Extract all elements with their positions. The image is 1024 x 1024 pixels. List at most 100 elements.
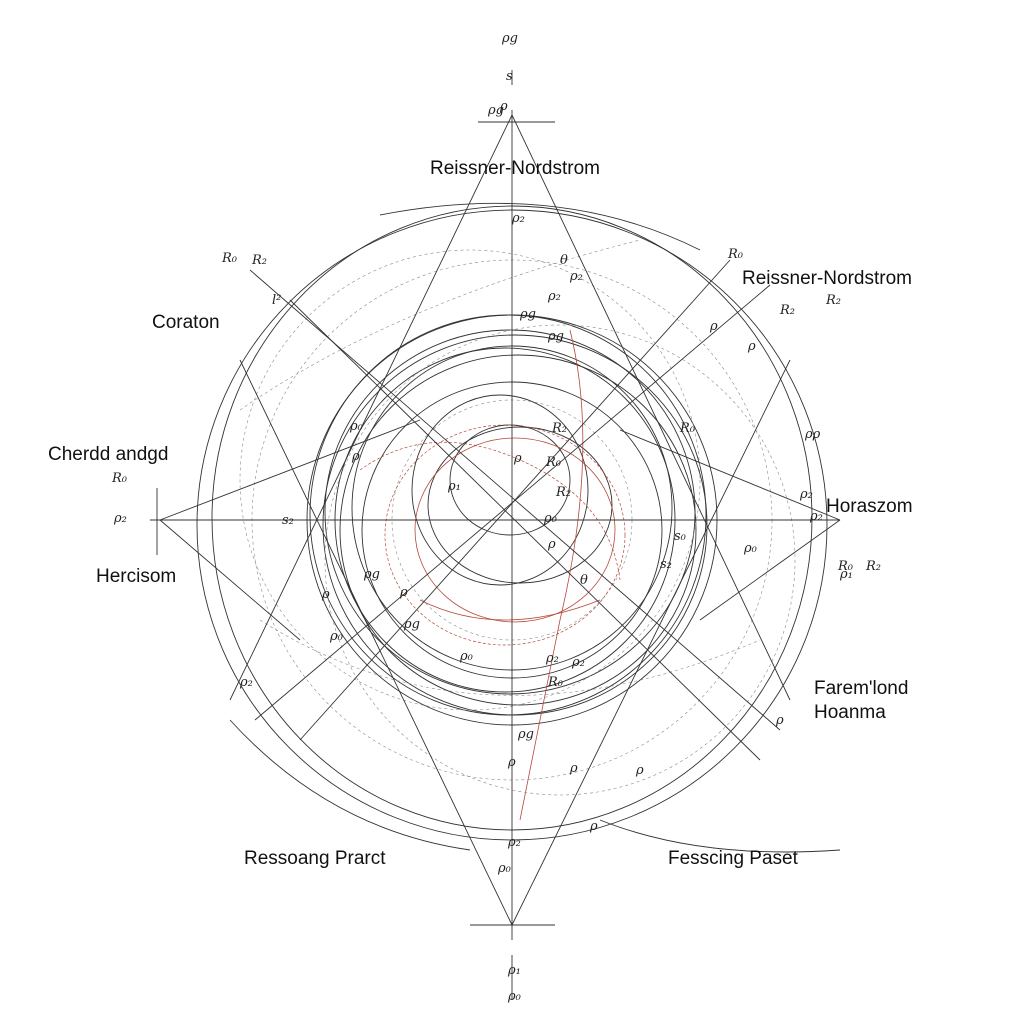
label-bottom-right: Fesscing Paset: [668, 848, 799, 869]
red-arc-1: [519, 329, 584, 821]
symbol-label: ρ₂: [511, 211, 525, 226]
ring-2: [309, 314, 707, 716]
symbol-label: ρ₂: [507, 835, 521, 850]
dash-arc-6: [259, 619, 761, 696]
symbol-label: ρ₂: [569, 269, 583, 284]
symbol-label: ρg: [363, 567, 380, 582]
label-right-top-sub: R₂: [825, 293, 841, 308]
symbol-label: ρ₂: [571, 655, 585, 670]
symbol-label: ρ₀: [507, 989, 522, 1004]
symbol-label: ρ₀: [543, 511, 558, 526]
symbol-label: ρ₂: [799, 487, 813, 502]
labels: Reissner-Nordstrom Reissner-Nordstrom R₂…: [48, 158, 913, 869]
red-ring-1: [414, 437, 616, 623]
symbol-label: R₀: [547, 675, 564, 690]
symbol-label: ρ: [547, 537, 556, 552]
ring-9: [411, 394, 589, 586]
label-right-mid: Horaszom: [826, 496, 913, 517]
symbol-label: ρ: [747, 339, 756, 354]
symbol-label: s₀: [674, 529, 687, 544]
label-right-top: Reissner-Nordstrom: [742, 268, 912, 289]
symbol-label: θ: [580, 573, 588, 588]
symbol-label: ρ₂: [547, 289, 561, 304]
symbol-label: ρ₀: [743, 541, 758, 556]
label-left-upper: Coraton: [152, 312, 220, 333]
symbol-label: ρ₂: [239, 675, 253, 690]
top-apex-right: [511, 114, 791, 701]
symbol-label: ρ₂: [113, 511, 127, 526]
sweep-curve-2: [599, 819, 841, 853]
right-wedge-bottom: [699, 519, 841, 621]
symbol-label: R₂: [779, 303, 795, 318]
symbol-label: R₂: [865, 559, 881, 574]
symbol-label: R₀: [221, 251, 238, 266]
symbol-label: ρg: [547, 329, 564, 344]
symbol-label: s: [506, 69, 513, 84]
symbol-label: ρg: [403, 617, 420, 632]
dash-arc-5: [239, 239, 641, 411]
red-ring-2: [384, 424, 626, 646]
symbol-label: ρ₁: [839, 567, 853, 582]
symbol-label: R₂: [551, 421, 567, 436]
red-arc-2: [359, 441, 621, 581]
bottom-apex-right: [511, 359, 791, 926]
symbol-label: ρg: [519, 307, 536, 322]
symbol-label: ρ: [321, 587, 330, 602]
diagonal-ne-sw-2: [299, 259, 731, 741]
symbol-label: ρ₀: [329, 629, 344, 644]
symbol-label: l²: [272, 293, 281, 308]
symbol-label: s₂: [660, 557, 672, 572]
diagonal-nw-se-2: [289, 299, 761, 761]
symbol-label: ρ: [513, 451, 522, 466]
sweep-curve-1: [379, 202, 701, 251]
red-arc-3: [419, 599, 601, 621]
ring-5: [339, 354, 697, 706]
bottom-apex-left: [239, 359, 513, 926]
left-wedge-top: [159, 419, 421, 521]
symbol-label: ρ: [507, 755, 516, 770]
symbol-label: θ: [560, 253, 568, 268]
symbol-label: R₀: [727, 247, 744, 262]
red-curves: [359, 329, 626, 821]
dash-circle-2: [239, 249, 701, 711]
symbol-label: ρρ: [804, 427, 821, 442]
label-top: Reissner-Nordstrom: [430, 158, 600, 179]
sweep-curve-3: [229, 719, 471, 851]
ring-4: [324, 329, 696, 695]
symbol-label: ρ₀: [497, 861, 512, 876]
symbol-label: ρ₀: [349, 419, 364, 434]
symbol-label: ρ₀: [459, 649, 474, 664]
construction-lines: [150, 70, 841, 1000]
symbol-label: ρ: [635, 763, 644, 778]
symbol-label: ρ₁: [447, 479, 461, 494]
symbol-label: ρ: [351, 449, 360, 464]
symbol-label: R₂: [555, 485, 571, 500]
label-right-lower-2: Hoanma: [814, 702, 886, 723]
label-left-lower: Hercisom: [96, 566, 176, 587]
symbol-label: s₂: [282, 513, 294, 528]
label-right-lower-1: Farem'lond: [814, 678, 908, 699]
symbol-label: ρg: [501, 31, 518, 46]
ring-10: [427, 426, 613, 584]
symbol-label: ρ: [775, 713, 784, 728]
symbol-label: ρ₁: [507, 963, 521, 978]
symbol-label: R₀: [679, 421, 696, 436]
symbol-label: R₂: [251, 253, 267, 268]
label-bottom-left: Ressoang Prarct: [244, 848, 386, 869]
label-left-mid-sub: R₀: [111, 471, 128, 486]
symbol-label: ρ: [709, 319, 718, 334]
symbol-label: ρ₂: [545, 651, 559, 666]
symbol-label: ρ: [569, 761, 578, 776]
symbol-label: ρ: [589, 819, 598, 834]
symbol-label: ρ: [499, 99, 508, 114]
symbol-label: ρ₂: [809, 509, 823, 524]
right-wedge-top: [619, 429, 841, 521]
left-wedge-bottom: [159, 519, 301, 641]
symbol-label: R₀: [545, 455, 562, 470]
symbol-label: ρg: [517, 727, 534, 742]
symbol-label: R₀: [837, 559, 854, 574]
symbol-label: ρg: [487, 103, 504, 118]
label-left-mid: Cherdd andgd: [48, 444, 168, 465]
